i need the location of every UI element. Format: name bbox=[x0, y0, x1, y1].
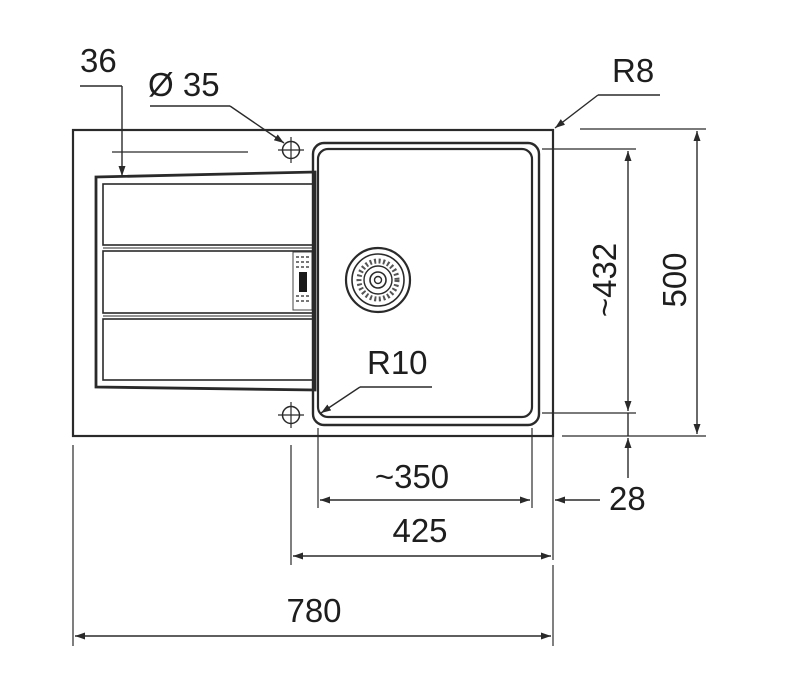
tap-hole-icon bbox=[278, 137, 304, 163]
label-500: 500 bbox=[656, 252, 693, 307]
label-780: 780 bbox=[286, 592, 341, 629]
label-diameter-35: Ø 35 bbox=[148, 66, 220, 103]
label-r10: R10 bbox=[367, 344, 428, 381]
dim-cabinet-width: 425 bbox=[290, 445, 551, 565]
label-r8: R8 bbox=[612, 52, 654, 89]
tap-hole-icon bbox=[278, 402, 304, 428]
label-425: 425 bbox=[392, 512, 447, 549]
dim-total-depth: 500 bbox=[562, 128, 706, 437]
dim-bowl-radius: R10 bbox=[320, 344, 432, 414]
dim-total-width: 780 bbox=[72, 445, 554, 646]
overflow-grille bbox=[292, 251, 313, 311]
dim-bowl-width: ~350 bbox=[317, 428, 533, 508]
drainer-board bbox=[94, 170, 317, 392]
dim-bowl-depth: ~432 bbox=[542, 148, 636, 414]
label-36: 36 bbox=[80, 42, 117, 79]
label-432: ~432 bbox=[586, 243, 623, 317]
dim-hole-offset: 36 bbox=[80, 42, 248, 176]
sink-outline bbox=[71, 128, 555, 438]
label-350: ~350 bbox=[375, 458, 449, 495]
sink-bowl bbox=[311, 141, 541, 427]
dim-outer-radius: R8 bbox=[554, 52, 660, 129]
drain-icon bbox=[344, 246, 412, 314]
dim-bowl-rim: 28 bbox=[552, 420, 646, 560]
dim-hole-diameter: Ø 35 bbox=[148, 66, 285, 144]
label-28: 28 bbox=[609, 480, 646, 517]
